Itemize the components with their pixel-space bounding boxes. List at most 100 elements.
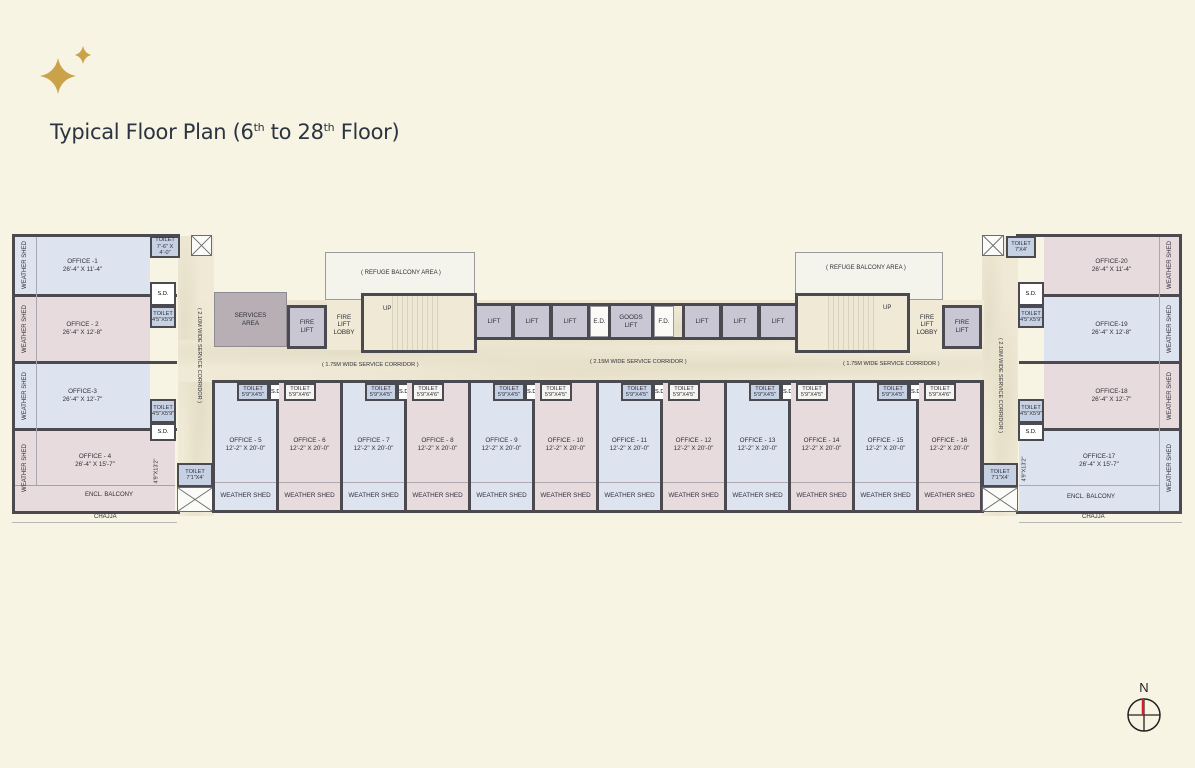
duct-shaft xyxy=(982,487,1018,512)
weather-shed-label: WEATHER SHED xyxy=(476,492,527,499)
fire-lift-lobby: FIRE LIFT LOBBY xyxy=(327,300,361,350)
shaft-duct: S.D. xyxy=(1018,282,1044,306)
fire-duct: F.D. xyxy=(654,306,674,337)
toilet: TOILET 7'X4' xyxy=(1006,236,1036,258)
stair-up-label: UP xyxy=(883,305,892,311)
office-18: OFFICE-18 26'-4" X 12'-7" xyxy=(1044,364,1179,428)
lift: LIFT xyxy=(720,303,760,340)
refuge-balcony xyxy=(325,252,475,300)
weather-shed-label: WEATHER SHED xyxy=(1167,372,1173,420)
weather-shed-label: WEATHER SHED xyxy=(284,492,335,499)
weather-shed-label: WEATHER SHED xyxy=(348,492,399,499)
corridor-label: ( 1.75M WIDE SERVICE CORRIDOR ) xyxy=(843,361,940,367)
shaft-duct: S.D. xyxy=(150,282,176,306)
weather-shed-label: WEATHER SHED xyxy=(924,492,975,499)
weather-shed-label: WEATHER SHED xyxy=(1167,305,1173,353)
lift: LIFT xyxy=(474,303,514,340)
lift: LIFT xyxy=(758,303,798,340)
electrical-duct: E.D. xyxy=(590,306,609,337)
toilet: TOILET 4'5"X5'9" xyxy=(1018,399,1044,423)
office-4: OFFICE - 4 26'-4" X 15'-7" xyxy=(15,431,175,511)
toilet: TOILET 7'1"X4' xyxy=(982,463,1018,487)
weather-shed-label: WEATHER SHED xyxy=(22,444,28,492)
duct-shaft xyxy=(191,235,212,256)
toilet: TOILET 4'5"X5'9" xyxy=(150,399,176,423)
weather-shed-label: WEATHER SHED xyxy=(22,241,28,289)
encl-balcony-label: ENCL. BALCONY xyxy=(1067,494,1116,500)
weather-shed-label: WEATHER SHED xyxy=(604,492,655,499)
toilet: TOILET 4'5"X5'9" xyxy=(150,306,176,328)
weather-shed-label: WEATHER SHED xyxy=(796,492,847,499)
sparkle-icon xyxy=(40,46,91,94)
services-area: SERVICES AREA xyxy=(214,292,287,347)
weather-shed-label: WEATHER SHED xyxy=(668,492,719,499)
weather-shed-label: WEATHER SHED xyxy=(412,492,463,499)
weather-shed-label: WEATHER SHED xyxy=(860,492,911,499)
lift: LIFT xyxy=(512,303,552,340)
lift: LIFT xyxy=(550,303,590,340)
corridor-label: ( 2.10M WIDE SERVICE CORRIDOR ) xyxy=(997,338,1003,433)
corridor-label: ( 1.75M WIDE SERVICE CORRIDOR ) xyxy=(322,362,419,368)
refuge-balcony-label: ( REFUGE BALCONY AREA ) xyxy=(361,270,441,276)
weather-shed-label: WEATHER SHED xyxy=(732,492,783,499)
duct-shaft xyxy=(982,235,1004,256)
weather-shed-label: WEATHER SHED xyxy=(540,492,591,499)
office-2: OFFICE - 2 26'-4" X 12'-8" xyxy=(15,297,150,361)
weather-shed-label: WEATHER SHED xyxy=(220,492,271,499)
dimension-label: 4'9"X13'2" xyxy=(153,458,160,484)
shaft-duct: S.D. xyxy=(1018,423,1044,441)
weather-shed-label: WEATHER SHED xyxy=(22,305,28,353)
encl-balcony-label: ENCL. BALCONY xyxy=(85,492,134,498)
north-arrow-icon: N xyxy=(1127,680,1161,732)
weather-shed-label: WEATHER SHED xyxy=(22,372,28,420)
weather-shed-label: WEATHER SHED xyxy=(1167,241,1173,289)
stair-treads xyxy=(392,296,440,350)
duct-shaft xyxy=(177,487,213,512)
refuge-balcony-label: ( REFUGE BALCONY AREA ) xyxy=(826,265,906,271)
corridor-label: ( 2.10M WIDE SERVICE CORRIDOR ) xyxy=(196,308,202,403)
toilet: TOILET 7'1"X4' xyxy=(177,463,213,487)
corridor-label: ( 2.15M WIDE SERVICE CORRIDOR ) xyxy=(590,359,687,365)
svg-text:N: N xyxy=(1139,680,1148,695)
shaft-duct: S.D. xyxy=(150,423,176,441)
office-1: OFFICE -1 26'-4" X 11'-4" xyxy=(15,237,150,294)
goods-lift: GOODS LIFT xyxy=(608,303,654,340)
dimension-label: 4'9"X13'2" xyxy=(1021,456,1028,482)
stair-up-label: UP xyxy=(383,306,392,312)
office-20: OFFICE-20 26'-4" X 11'-4" xyxy=(1044,237,1179,294)
office-19: OFFICE-19 26'-4" X 12'-8" xyxy=(1044,297,1179,361)
page-title: Typical Floor Plan (6th to 28th Floor) xyxy=(50,120,400,144)
office-3: OFFICE-3 26'-4" X 12'-7" xyxy=(15,364,150,428)
office-17: OFFICE-17 26'-4" X 15'-7" xyxy=(1019,431,1179,511)
refuge-balcony xyxy=(795,252,943,300)
fire-lift-lobby: FIRE LIFT LOBBY xyxy=(910,300,944,350)
stair-treads xyxy=(828,296,876,350)
fire-lift: FIRE LIFT xyxy=(287,305,327,349)
toilet: TOILET 4'5"X5'9" xyxy=(1018,306,1044,328)
weather-shed-label: WEATHER SHED xyxy=(1167,444,1173,492)
